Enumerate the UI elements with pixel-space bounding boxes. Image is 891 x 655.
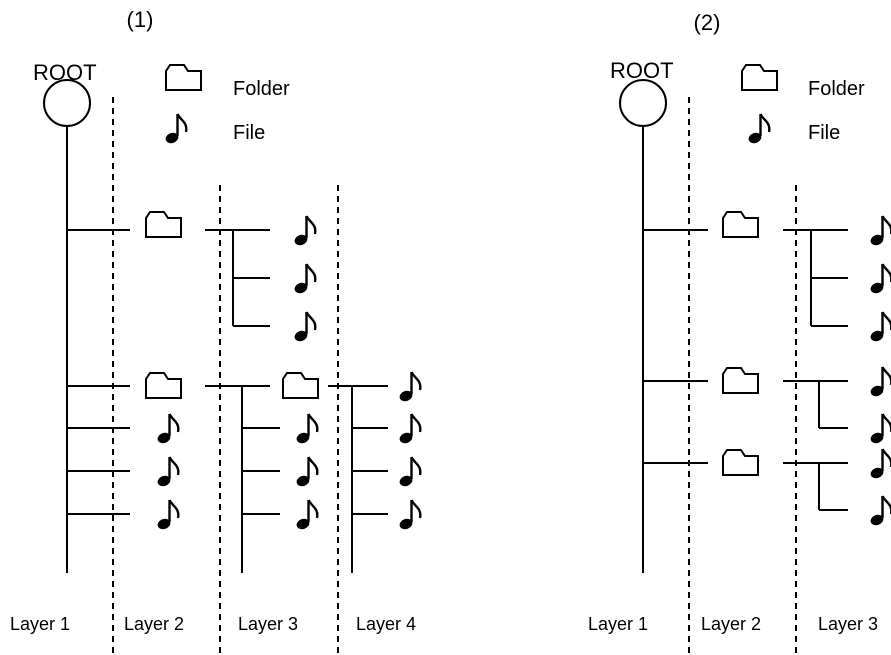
root-node <box>619 79 667 127</box>
file-icon <box>292 262 317 296</box>
file-icon <box>292 214 317 248</box>
file-legend-icon <box>163 112 188 146</box>
root-label: ROOT <box>610 58 674 83</box>
layer-label: Layer 2 <box>701 614 761 634</box>
folder-icon <box>722 449 759 476</box>
file-icon <box>868 214 891 248</box>
file-icon <box>397 455 422 489</box>
folder-icon <box>722 211 759 238</box>
folder-icon <box>722 367 759 394</box>
diagram-number: (2) <box>694 10 721 35</box>
file-icon <box>868 262 891 296</box>
folder-legend-icon <box>741 64 778 91</box>
layer-label: Layer 1 <box>10 614 70 634</box>
file-icon <box>868 365 891 399</box>
file-icon <box>868 447 891 481</box>
diagram-2: (2) ROOT Folder File <box>588 10 891 655</box>
file-legend-label: File <box>808 122 840 144</box>
file-icon <box>397 498 422 532</box>
file-icon <box>155 498 180 532</box>
file-icon <box>397 370 422 404</box>
folder-icon <box>282 372 319 399</box>
file-legend-icon <box>746 112 771 146</box>
file-icon <box>294 412 319 446</box>
file-icon <box>294 455 319 489</box>
file-icon <box>292 310 317 344</box>
file-icon <box>868 310 891 344</box>
file-icon <box>294 498 319 532</box>
folder-legend-label: Folder <box>233 78 290 100</box>
layer-label: Layer 3 <box>238 614 298 634</box>
folder-legend-label: Folder <box>808 78 865 100</box>
file-icon <box>868 412 891 446</box>
diagram-1: (1) ROOT Folder File <box>10 7 422 655</box>
root-node <box>43 79 91 127</box>
layer-label: Layer 4 <box>356 614 416 634</box>
file-icon <box>155 455 180 489</box>
file-icon <box>868 494 891 528</box>
file-icon <box>155 412 180 446</box>
layer-label: Layer 2 <box>124 614 184 634</box>
diagram-number: (1) <box>127 7 154 32</box>
layer-label: Layer 1 <box>588 614 648 634</box>
folder-icon <box>145 211 182 238</box>
folder-icon <box>145 372 182 399</box>
layer-label: Layer 3 <box>818 614 878 634</box>
file-legend-label: File <box>233 122 265 144</box>
folder-legend-icon <box>165 64 202 91</box>
file-icon <box>397 412 422 446</box>
